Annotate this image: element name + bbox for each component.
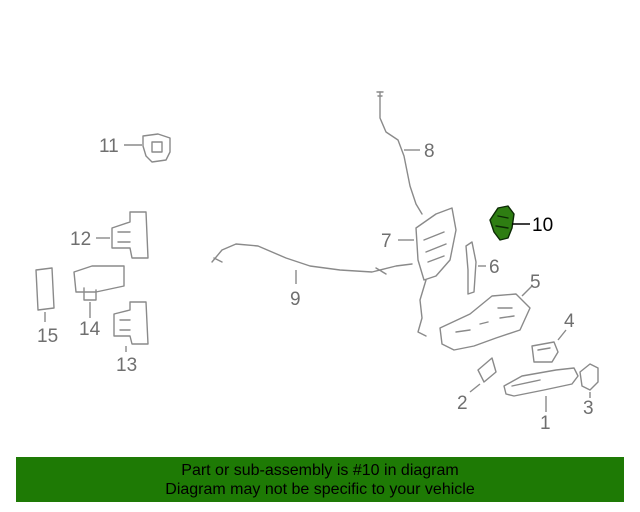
part-6-rod	[465, 241, 486, 295]
callout-7[interactable]: 7	[381, 231, 392, 252]
callout-2[interactable]: 2	[457, 393, 468, 414]
callout-5[interactable]: 5	[530, 272, 541, 293]
part-9-cable	[211, 243, 413, 284]
callout-1[interactable]: 1	[540, 413, 551, 434]
callout-15[interactable]: 15	[37, 326, 58, 347]
part-5-handle-bracket	[439, 285, 533, 351]
callout-11[interactable]: 11	[99, 136, 119, 157]
part-13-hinge	[113, 301, 149, 352]
part-3-cap	[579, 363, 599, 398]
info-banner: Part or sub-assembly is #10 in diagram D…	[16, 457, 624, 502]
part-15-plate	[35, 267, 55, 322]
part-11-bracket	[124, 133, 171, 163]
callout-6[interactable]: 6	[489, 257, 500, 278]
callout-3[interactable]: 3	[583, 398, 594, 419]
callout-10[interactable]: 10	[532, 215, 553, 236]
part-10-clip	[489, 205, 530, 241]
callout-14[interactable]: 14	[79, 319, 101, 340]
callout-9[interactable]: 9	[290, 289, 301, 310]
part-4-bezel	[531, 329, 567, 363]
part-1-handle	[503, 367, 579, 412]
banner-line-2: Diagram may not be specific to your vehi…	[165, 481, 475, 498]
callout-13[interactable]: 13	[116, 355, 137, 376]
callout-8[interactable]: 8	[424, 141, 435, 162]
banner-line-1: Part or sub-assembly is #10 in diagram	[181, 462, 459, 479]
part-14-hinge	[73, 265, 125, 318]
callout-12[interactable]: 12	[70, 229, 91, 250]
part-8-lock-rod	[376, 91, 423, 215]
part-2-cap	[469, 357, 497, 393]
part-7-latch	[398, 207, 457, 337]
part-12-hinge	[96, 211, 149, 259]
callout-4[interactable]: 4	[564, 311, 575, 332]
